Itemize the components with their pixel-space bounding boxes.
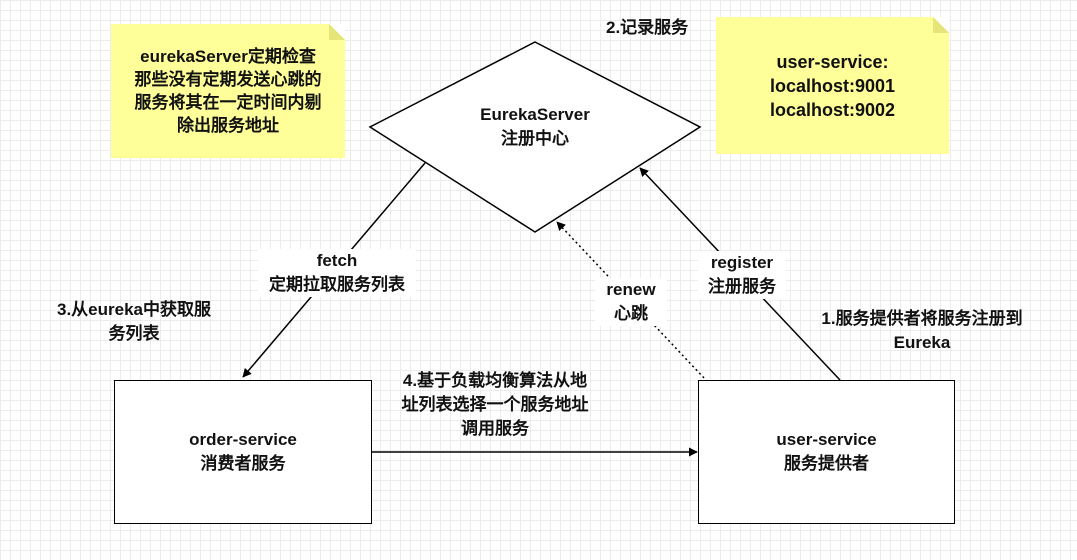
- user-service-title: user-service: [776, 430, 877, 449]
- eviction-note-line: 除出服务地址: [177, 116, 279, 135]
- step-1-label: 1.服务提供者将服务注册到 Eureka: [821, 309, 1023, 352]
- step-2-label: 2.记录服务: [606, 18, 689, 37]
- step-4-label: 4.基于负载均衡算法从地 址列表选择一个服务地址 调用服务: [401, 371, 589, 438]
- register-edge-label: register 注册服务: [698, 251, 786, 299]
- note-fold: [329, 24, 345, 40]
- renew-edge-label: renew 心跳: [595, 278, 667, 326]
- order-service-box: order-service 消费者服务: [114, 380, 372, 524]
- eviction-note-line: eurekaServer定期检查: [140, 47, 316, 66]
- fetch-edge-label: fetch 定期拉取服务列表: [258, 249, 416, 297]
- step-3-label: 3.从eureka中获取服 务列表: [57, 300, 211, 343]
- registry-note-line: user-service:: [776, 51, 889, 72]
- registry-note-line: localhost:9002: [769, 99, 896, 120]
- eureka-server-label: EurekaServer 注册中心: [455, 103, 615, 151]
- registry-note: user-service: localhost:9001 localhost:9…: [716, 17, 949, 154]
- eureka-server-diamond: [368, 41, 702, 233]
- user-service-subtitle: 服务提供者: [784, 454, 869, 473]
- order-service-subtitle: 消费者服务: [200, 454, 286, 473]
- eureka-server-subtitle: 注册中心: [501, 129, 569, 148]
- eviction-note: eurekaServer定期检查 那些没有定期发送心跳的 服务将其在一定时间内剔…: [111, 24, 345, 158]
- user-service-box: user-service 服务提供者: [698, 380, 955, 524]
- order-service-title: order-service: [189, 430, 297, 449]
- renew-edge: [556, 221, 705, 379]
- eviction-note-line: 那些没有定期发送心跳的: [134, 70, 322, 89]
- eureka-server-title: EurekaServer: [480, 105, 590, 124]
- eviction-note-line: 服务将其在一定时间内剔: [134, 93, 322, 112]
- registry-note-line: localhost:9001: [769, 75, 896, 96]
- note-fold: [933, 17, 949, 33]
